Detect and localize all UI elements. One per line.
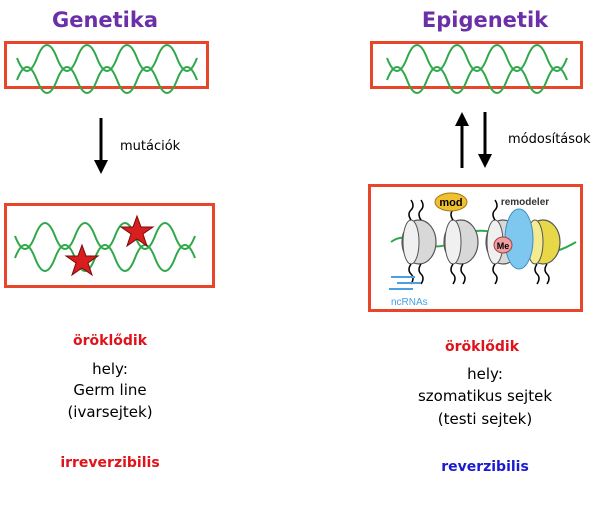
mod-label: mod [439,197,462,209]
arrow-down-icon [478,112,492,168]
arrow-down-icon [94,118,108,174]
chromatin-figure: mod remodeler Me ncRNAs [389,192,577,308]
dna-box-original [4,41,209,94]
genetics-title: Genetika [51,8,159,32]
nucleosome-icon [401,219,437,265]
irreversible-label: irreverzibilis [60,455,160,471]
inherits-label: öröklődik [445,339,519,355]
place-line2: (ivarsejtek) [67,403,153,421]
ncrna-label: ncRNAs [391,297,428,308]
modifications-label: módosítások [508,132,591,147]
inherits-label: öröklődik [73,333,147,349]
reversible-label: reverzibilis [441,459,529,475]
mutation-star-icon [119,214,155,248]
arrow-up-icon [455,112,469,168]
dna-box-epigenetic [370,41,583,94]
dna-helix-icon [14,222,196,272]
dna-helix-icon [386,44,568,94]
mod-bubble [434,192,468,212]
me-bubble [493,236,513,254]
ncrna-icon [389,276,421,290]
nucleosome-icon [443,219,479,265]
remodeler-label: remodeler [501,197,549,208]
mutations-label: mutációk [120,139,181,154]
place-label: hely: [467,365,503,383]
chromatin-box: mod remodeler Me ncRNAs [368,184,583,312]
place-line1: szomatikus sejtek [417,387,553,405]
place-label: hely: [92,360,128,378]
dna-box-mutated [4,203,215,288]
nucleosome-icon [525,219,561,265]
place-line1: Germ line [73,381,147,399]
me-label: Me [497,241,510,251]
dna-helix-icon [16,44,198,94]
epigenetics-title: Epigenetik [421,8,549,32]
place-line2: (testi sejtek) [437,410,533,428]
mutation-star-icon [64,243,100,277]
